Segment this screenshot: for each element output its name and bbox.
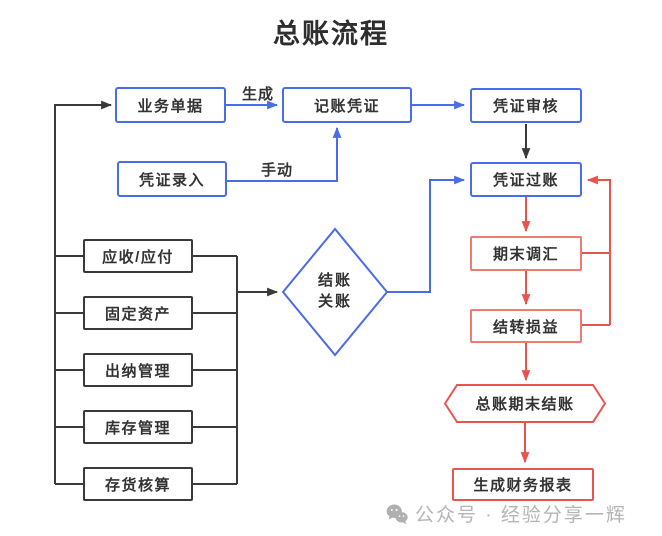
edge-label-manual: 手动 bbox=[260, 162, 293, 179]
node-fixed-assets: 固定资产 bbox=[83, 296, 193, 330]
node-transfer-profit-loss: 结转损益 bbox=[470, 309, 582, 343]
page-title: 总账流程 bbox=[273, 19, 389, 49]
node-bookkeeping-voucher: 记账凭证 bbox=[282, 87, 412, 123]
watermark: 公众号 · 经验分享一辉 bbox=[386, 500, 627, 527]
closing-decision-line2: 关账 bbox=[317, 293, 352, 310]
node-inventory-management: 库存管理 bbox=[83, 410, 193, 444]
node-cashier-management: 出纳管理 bbox=[83, 353, 193, 387]
watermark-text: 公众号 · 经验分享一辉 bbox=[415, 505, 627, 526]
node-voucher-entry: 凭证录入 bbox=[117, 161, 227, 197]
closing-decision-line1: 结账 bbox=[317, 272, 352, 289]
node-closing-decision: 结账 关账 bbox=[283, 270, 387, 312]
blue-connectors bbox=[226, 100, 466, 357]
black-connectors bbox=[54, 100, 531, 485]
node-generate-financial-reports: 生成财务报表 bbox=[452, 468, 594, 501]
node-voucher-posting: 凭证过账 bbox=[470, 162, 582, 197]
wechat-icon bbox=[386, 504, 408, 524]
node-ar-ap: 应收/应付 bbox=[83, 239, 193, 273]
node-gl-period-end-closing: 总账期末结账 bbox=[475, 396, 575, 413]
red-connectors bbox=[443, 175, 611, 464]
node-inventory-accounting: 存货核算 bbox=[83, 467, 193, 501]
closing-decision-diamond bbox=[281, 227, 389, 357]
node-voucher-review: 凭证审核 bbox=[470, 88, 582, 123]
node-business-documents: 业务单据 bbox=[115, 87, 226, 123]
node-period-end-fx-adjustment: 期末调汇 bbox=[470, 236, 582, 271]
edge-label-generate: 生成 bbox=[241, 86, 274, 103]
gl-period-end-hexagon bbox=[443, 384, 607, 423]
